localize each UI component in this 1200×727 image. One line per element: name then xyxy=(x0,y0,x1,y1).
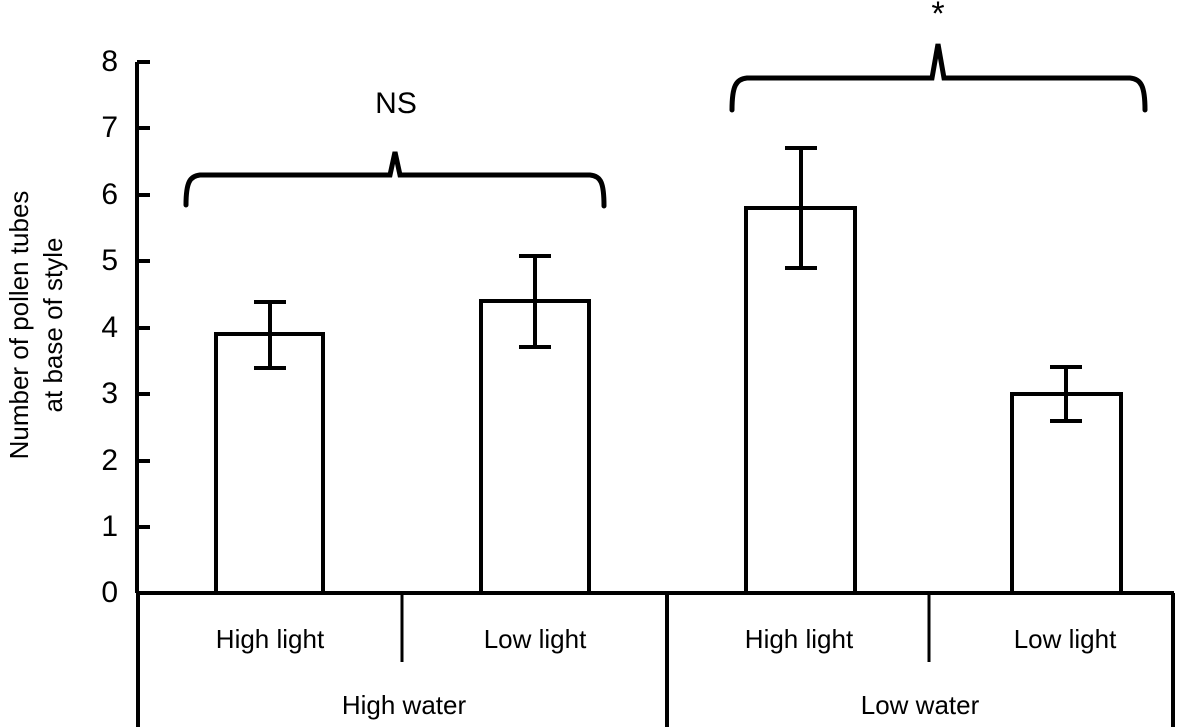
group-label-low-water: Low water xyxy=(861,690,980,720)
category-frame xyxy=(136,593,1175,727)
category-labels: High light Low light High light Low ligh… xyxy=(216,624,1117,654)
significance-label-ns: NS xyxy=(375,87,417,120)
category-label-low-water-low-light: Low light xyxy=(1014,624,1117,654)
y-tick-label-3: 3 xyxy=(101,377,118,410)
y-axis-title: Number of pollen tubes at base of style xyxy=(4,191,68,460)
y-axis-title-line-1: Number of pollen tubes xyxy=(4,191,34,460)
y-axis-tick-labels: 8 7 6 5 4 3 2 1 0 xyxy=(101,45,118,609)
significance-bracket-star xyxy=(729,43,1148,113)
star-bracket-path xyxy=(729,43,1148,113)
significance-label-star: * xyxy=(931,0,944,33)
y-tick-label-8: 8 xyxy=(101,45,118,78)
bar-high-water-high-light[interactable] xyxy=(214,332,325,595)
ns-bracket-path xyxy=(183,151,607,209)
y-tick-label-1: 1 xyxy=(101,510,118,543)
bar-low-water-low-light[interactable] xyxy=(1010,392,1123,595)
bar-high-water-low-light[interactable] xyxy=(479,299,591,595)
y-tick-label-7: 7 xyxy=(101,111,118,144)
bar-series xyxy=(214,206,1123,595)
error-bar-high-water-low-light xyxy=(519,254,551,349)
error-bar-low-water-low-light xyxy=(1050,365,1082,423)
category-label-high-water-low-light: Low light xyxy=(484,624,587,654)
y-axis xyxy=(135,60,150,593)
category-label-high-water-high-light: High light xyxy=(216,624,325,654)
error-bar-low-water-high-light xyxy=(785,146,817,270)
y-tick-label-0: 0 xyxy=(101,576,118,609)
y-tick-label-6: 6 xyxy=(101,178,118,211)
y-tick-label-5: 5 xyxy=(101,244,118,277)
y-tick-label-2: 2 xyxy=(101,444,118,477)
y-axis-title-line-2: at base of style xyxy=(38,238,68,413)
y-tick-label-4: 4 xyxy=(101,311,118,344)
group-labels: High water Low water xyxy=(342,690,980,720)
group-label-high-water: High water xyxy=(342,690,467,720)
error-bars xyxy=(254,146,1082,423)
category-label-low-water-high-light: High light xyxy=(745,624,854,654)
error-bar-high-water-high-light xyxy=(254,300,286,370)
significance-bracket-ns xyxy=(183,151,607,209)
